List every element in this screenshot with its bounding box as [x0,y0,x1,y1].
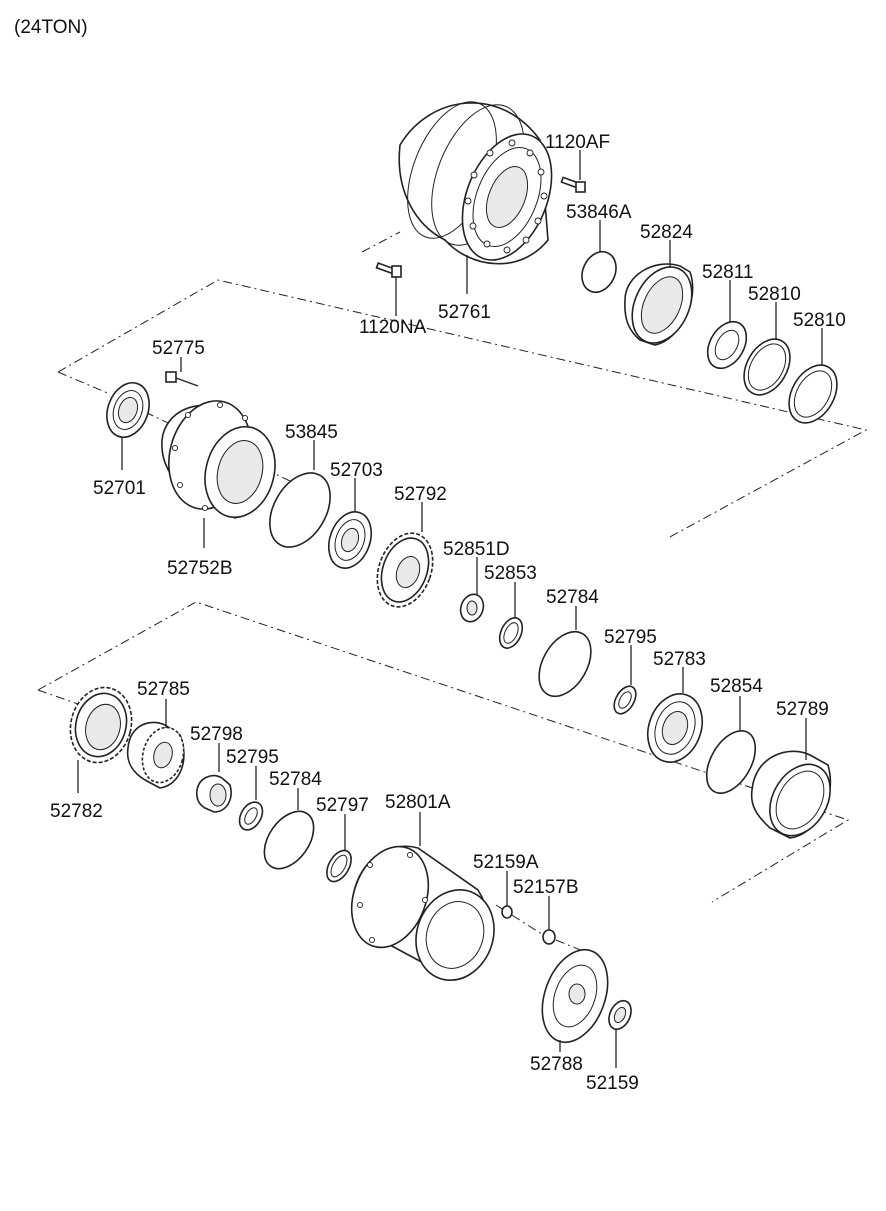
ring-52797 [326,849,352,883]
label-52810-b: 52810 [793,310,846,331]
label-52775: 52775 [152,338,205,359]
hub-52752B [161,400,276,519]
nut-52159A [501,905,513,919]
label-52159: 52159 [586,1073,639,1094]
label-52853: 52853 [484,563,537,584]
gear-52798 [195,774,232,813]
washer-52853 [498,617,524,649]
leader-lines [77,150,823,1068]
label-52159A: 52159A [473,852,539,873]
gear-52785 [126,721,185,789]
label-52798: 52798 [190,724,243,745]
label-52788: 52788 [530,1054,583,1075]
label-52785: 52785 [137,679,190,700]
nut-52157B [542,929,556,945]
label-53846A: 53846A [566,202,632,223]
label-52701: 52701 [93,478,146,499]
callout-labels: 1120AF 53846A 52824 52811 52810 52810 11… [50,132,846,1094]
bolt-1120NA [375,262,402,278]
gear-52782 [69,686,133,764]
snapring-52784-lower [263,810,315,870]
label-52752B: 52752B [167,558,233,579]
bearing-52701 [106,382,150,438]
label-52811: 52811 [702,262,753,283]
ring-52810-a [743,338,791,396]
brake-drum-52761 [398,101,553,265]
label-53845: 53845 [285,422,338,443]
label-52810-a: 52810 [748,284,801,305]
label-1120AF: 1120AF [545,132,610,153]
label-52797: 52797 [316,795,369,816]
label-52854: 52854 [710,676,763,697]
label-52783: 52783 [653,649,706,670]
label-52795-lower: 52795 [226,747,279,768]
bearing-52783 [646,693,704,763]
housing-52801A [350,845,495,981]
label-52801A: 52801A [385,792,451,813]
ring-gear-52789 [750,750,832,839]
oring-53845 [269,472,331,548]
snapring-52784-upper [538,630,592,698]
label-52761: 52761 [438,302,491,323]
label-52851D: 52851D [443,539,510,560]
label-52784-lower: 52784 [269,769,322,790]
ring-52810-b [788,364,838,424]
bolt-1120AF [560,176,586,193]
nut-52851D [459,593,485,623]
washer-52795-upper [613,685,637,715]
label-52784-upper: 52784 [546,587,599,608]
label-1120NA: 1120NA [359,317,427,338]
washer-52795-lower [238,801,264,831]
snapring-52854 [705,730,757,794]
label-52824: 52824 [640,222,693,243]
bolt-52775 [165,371,199,387]
label-52703: 52703 [330,460,383,481]
label-52789: 52789 [776,699,829,720]
seal-52159 [608,999,632,1031]
label-52782: 52782 [50,801,103,822]
cover-52788 [541,948,609,1044]
label-52792: 52792 [394,484,447,505]
gear-52792 [376,532,434,608]
seal-52824 [624,263,694,346]
model-header: (24TON) [14,17,88,38]
label-52795-upper: 52795 [604,627,657,648]
bearing-52703 [327,511,373,569]
label-52157B: 52157B [513,877,579,898]
ring-52811 [706,320,748,370]
oring-53846A [581,251,617,293]
